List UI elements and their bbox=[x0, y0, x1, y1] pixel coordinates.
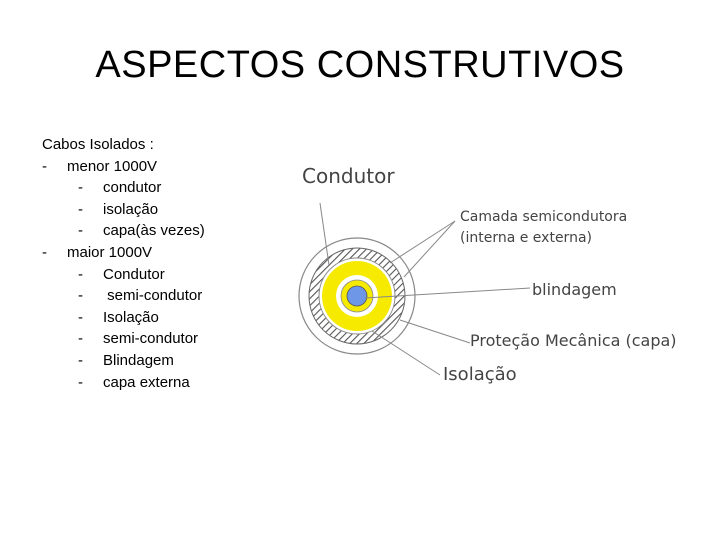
list-item: - capa externa bbox=[42, 372, 205, 394]
group-high-voltage: - maior 1000V bbox=[42, 242, 205, 264]
group-label: menor 1000V bbox=[67, 157, 158, 175]
list-item-text: Condutor bbox=[103, 265, 165, 283]
bullet: - bbox=[42, 243, 47, 261]
list-item-text: semi-condutor bbox=[103, 330, 199, 348]
bullet: - bbox=[78, 330, 83, 348]
bullet: - bbox=[78, 265, 83, 283]
list-item-text: isolação bbox=[103, 200, 159, 218]
bullet: - bbox=[78, 179, 83, 197]
body-text: Cabos Isolados : -menor 1000V -condutor … bbox=[42, 134, 205, 393]
cable-diagram bbox=[298, 202, 531, 376]
label-mechanical-protection: Proteção Mecânica (capa) bbox=[470, 331, 677, 350]
list-item-text: capa externa bbox=[103, 373, 190, 391]
heading-text: Cabos Isolados : bbox=[42, 136, 154, 153]
label-conductor: Condutor bbox=[302, 164, 395, 188]
list-item-text: semi-condutor bbox=[103, 287, 203, 305]
list-item: - Condutor bbox=[42, 264, 205, 286]
list-item: - Blindagem bbox=[42, 350, 205, 372]
bullet: - bbox=[78, 308, 83, 326]
leader-lines bbox=[319, 202, 531, 376]
bullet: - bbox=[78, 222, 83, 240]
list-item: - isolação bbox=[42, 199, 205, 221]
label-semiconductor-line1: Camada semicondutora bbox=[460, 209, 628, 225]
list-item: - semi-condutor bbox=[42, 285, 205, 307]
label-shield: blindagem bbox=[532, 280, 617, 299]
heading: Cabos Isolados : bbox=[42, 134, 205, 156]
bullet: - bbox=[78, 200, 83, 218]
bullet: - bbox=[78, 287, 83, 305]
conductor-core bbox=[346, 285, 368, 307]
group-low-voltage: - menor 1000V bbox=[42, 156, 205, 178]
list-item-text: Blindagem bbox=[103, 351, 174, 369]
list-item-text: condutor bbox=[103, 179, 162, 197]
bullet: - bbox=[42, 157, 47, 175]
slide-title: ASPECTOS CONSTRUTIVOS bbox=[95, 44, 625, 86]
bullet: - bbox=[78, 351, 83, 369]
label-semiconductor-line2: (interna e externa) bbox=[460, 230, 592, 246]
list-item: - Isolação bbox=[42, 307, 205, 329]
group-label: maior 1000V bbox=[67, 243, 153, 261]
bullet: - bbox=[78, 373, 83, 391]
list-item: - semi-condutor bbox=[42, 328, 205, 350]
list-item: - condutor bbox=[42, 177, 205, 199]
list-item-text: capa(às vezes) bbox=[103, 222, 205, 240]
label-insulation: Isolação bbox=[443, 364, 517, 385]
list-item: - capa(às vezes) bbox=[42, 220, 205, 242]
cable-cross-section-figure: Condutor Camada semicondutora (interna e… bbox=[290, 155, 690, 400]
list-item-text: Isolação bbox=[103, 308, 159, 326]
